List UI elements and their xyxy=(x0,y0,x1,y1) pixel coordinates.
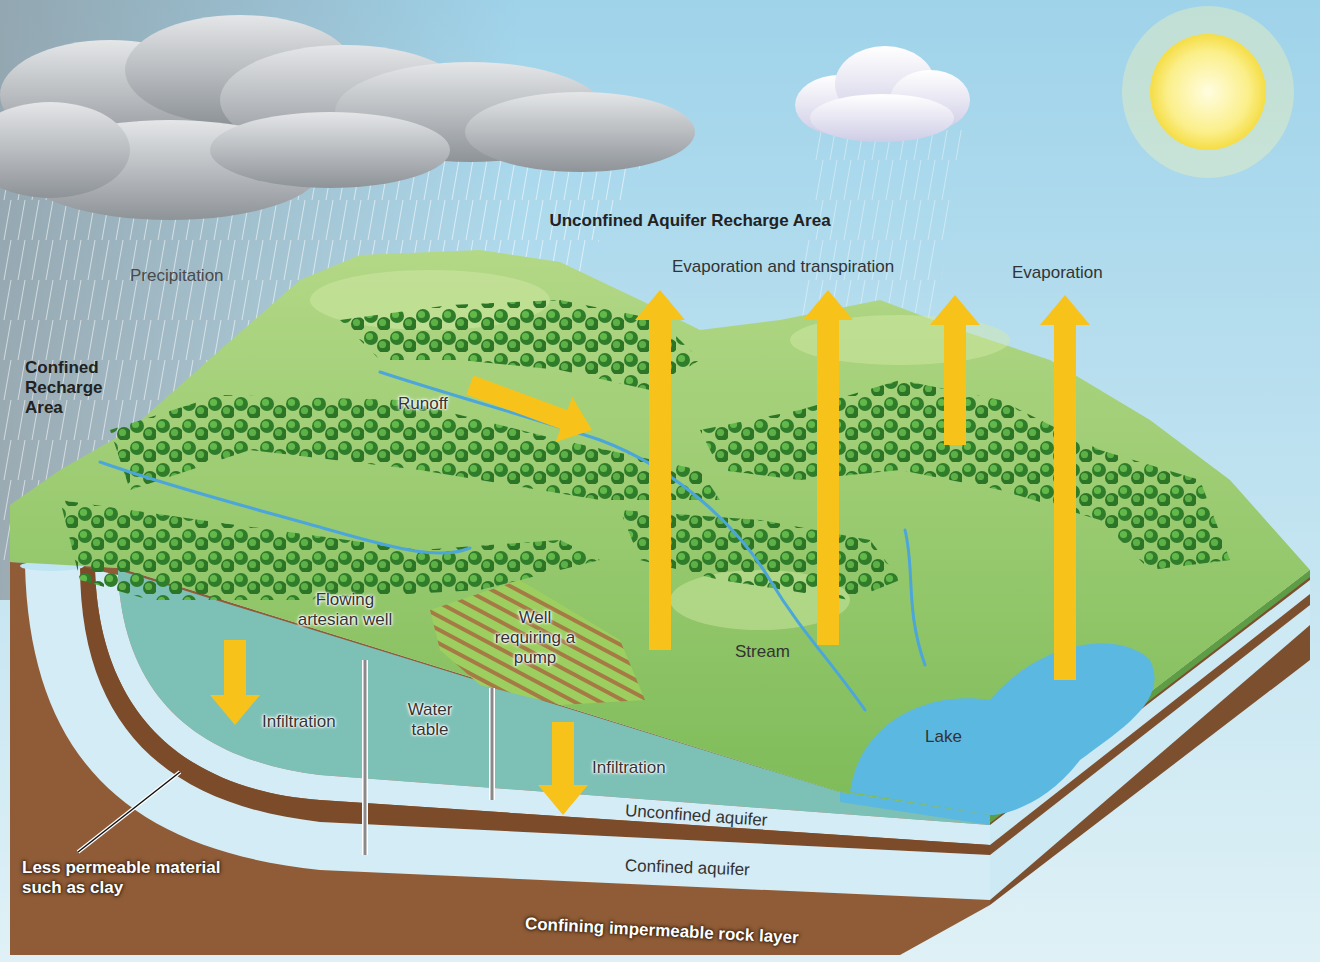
process-label: Infiltration xyxy=(262,712,336,732)
process-label: Evaporation xyxy=(1012,263,1103,283)
layer-label: Confining impermeable rock layer xyxy=(524,914,799,948)
sun-glow xyxy=(1122,6,1294,178)
flow-arrow xyxy=(210,290,1090,815)
white-cloud xyxy=(795,46,970,142)
process-label: Evaporation and transpiration xyxy=(672,257,894,277)
well-label: Flowing artesian well xyxy=(285,590,405,630)
well xyxy=(365,660,492,855)
layer-label: Less permeable material such as clay xyxy=(22,858,222,898)
farm-field xyxy=(430,580,645,705)
feature-label: Stream xyxy=(735,642,790,662)
zone-label: Water table xyxy=(395,700,465,740)
area-title: Confined Recharge Area xyxy=(25,358,120,418)
process-label: Infiltration xyxy=(592,758,666,778)
land-surface xyxy=(10,250,1310,815)
area-title: Unconfined Aquifer Recharge Area xyxy=(510,211,870,231)
leader-line xyxy=(78,772,180,852)
lake xyxy=(850,644,1155,815)
layer-label: Unconfined aquifer xyxy=(624,801,768,831)
feature-label: Lake xyxy=(925,727,962,747)
layer-label: Confined aquifer xyxy=(625,856,750,880)
storm-cloud xyxy=(0,15,695,220)
process-label: Runoff xyxy=(398,394,448,414)
sun xyxy=(1150,34,1266,150)
well-label: Well requiring a pump xyxy=(490,608,580,668)
process-label: Precipitation xyxy=(130,266,224,286)
stream xyxy=(100,372,925,710)
